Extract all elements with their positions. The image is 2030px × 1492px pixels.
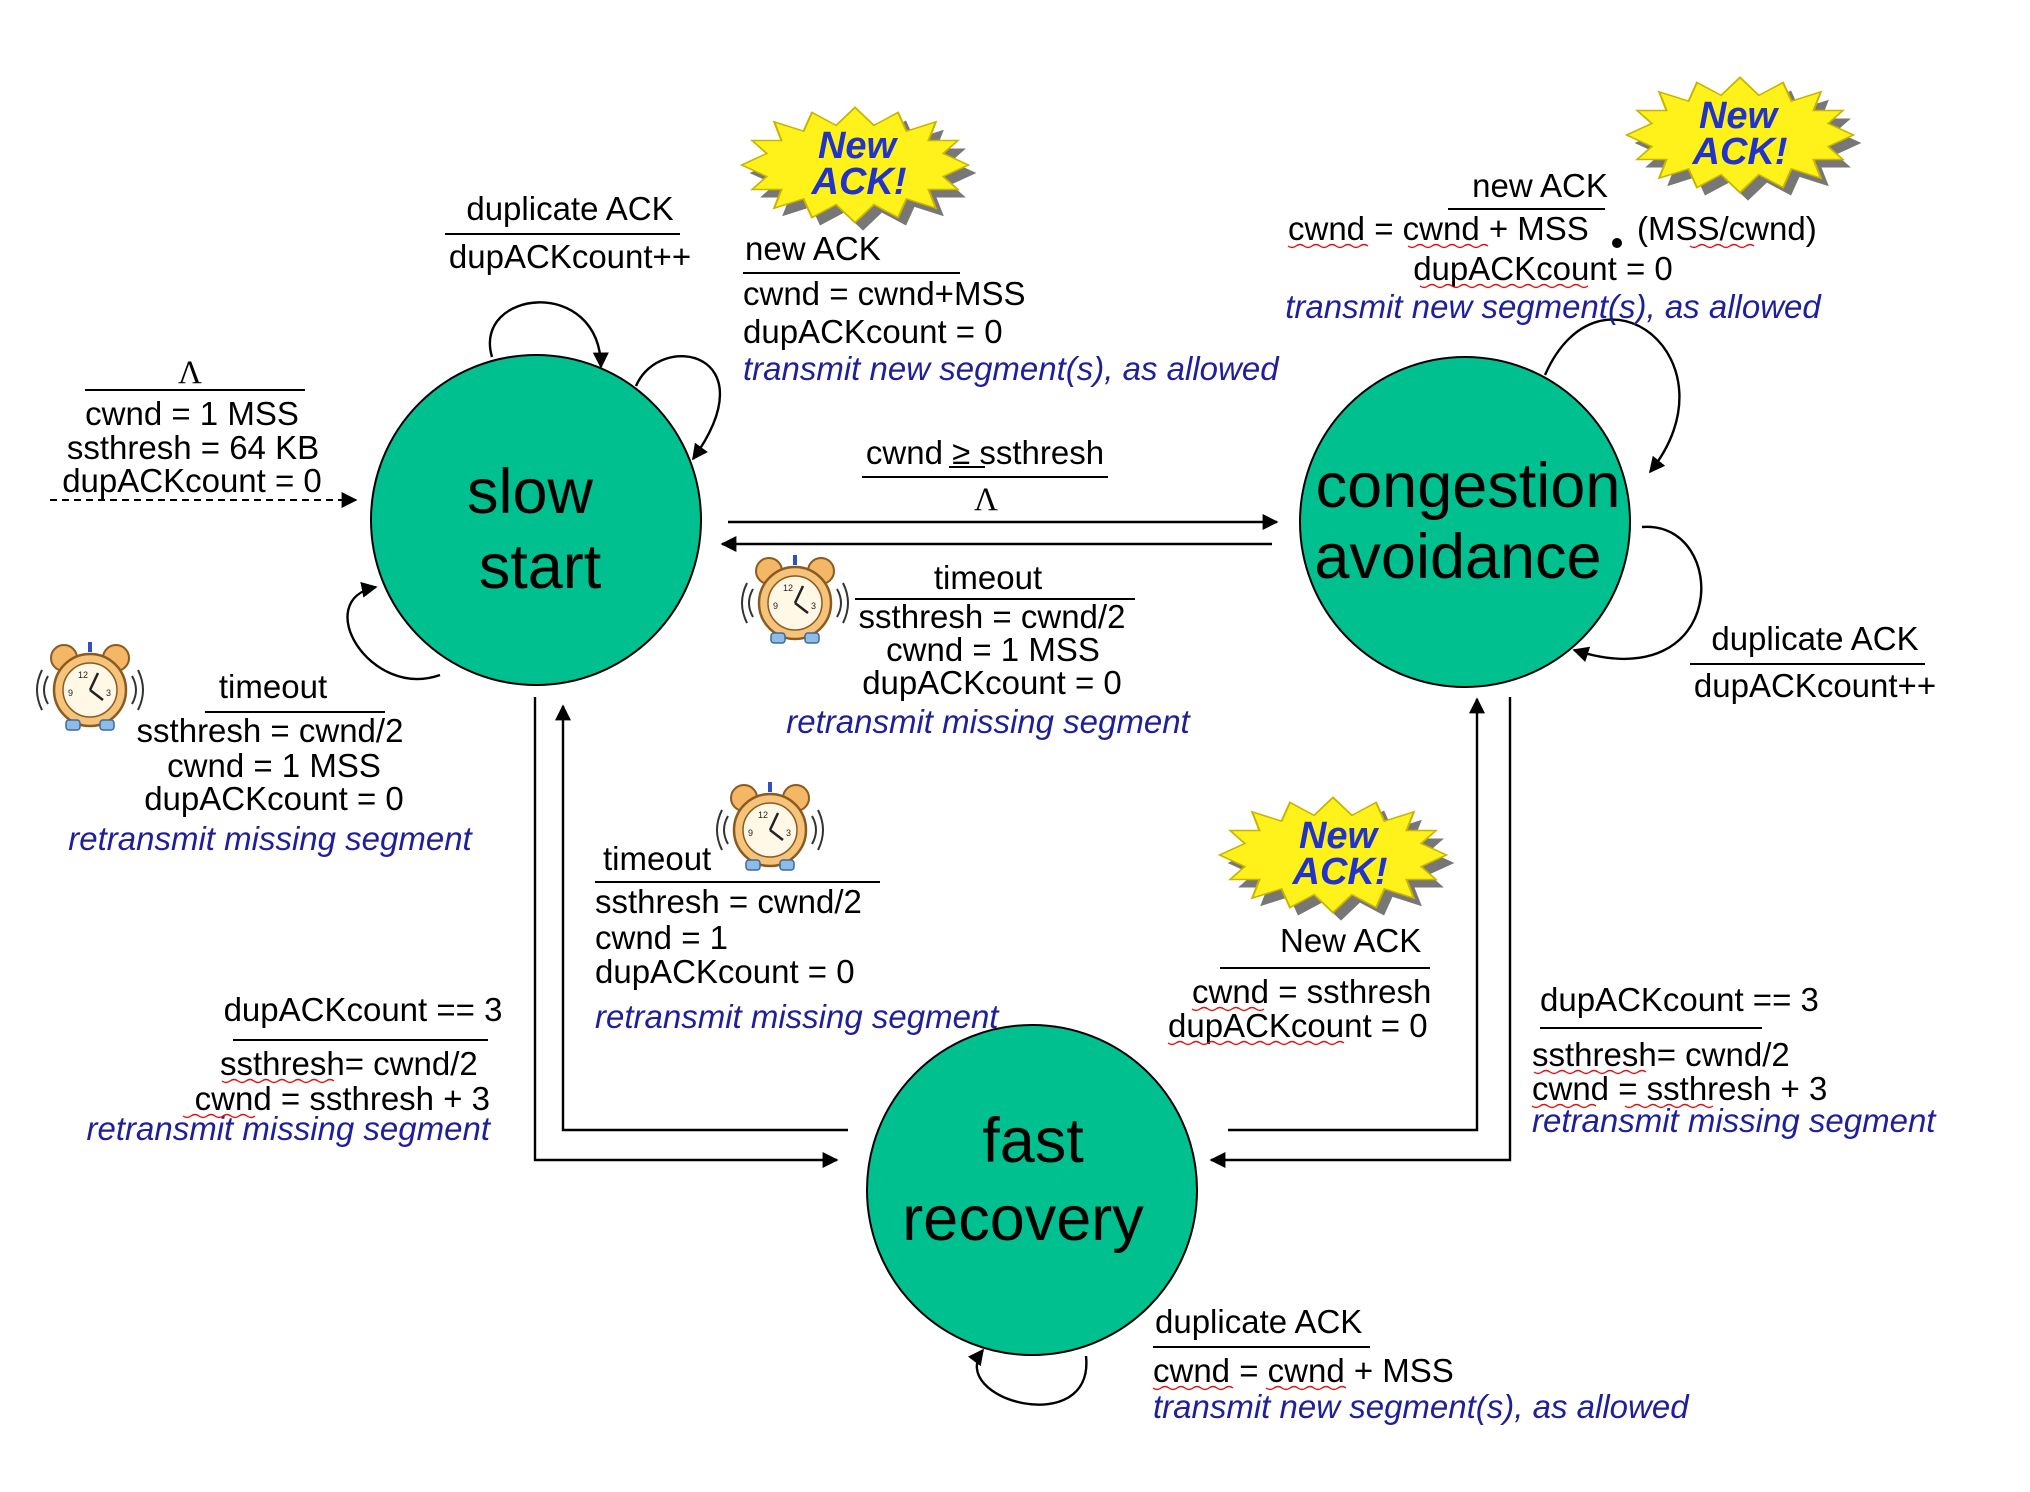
slow-start-new-ack-loop bbox=[634, 355, 721, 461]
action-text: cwnd = 1 MSS bbox=[167, 747, 381, 784]
burst-text: ACK! bbox=[1292, 851, 1388, 893]
fr-to-ca-label: New ACK! New ACK cwnd = ssthresh dupACKc… bbox=[1167, 793, 1456, 1046]
ss-dup-ack-label: duplicate ACK dupACKcount++ bbox=[445, 190, 691, 275]
event-text: dupACKcount == 3 bbox=[224, 991, 503, 1028]
action-text: transmit new segment(s), as allowed bbox=[743, 350, 1280, 387]
action-text: transmit new segment(s), as allowed bbox=[1153, 1388, 1690, 1425]
action-text: dupACKcount++ bbox=[449, 238, 691, 275]
burst-text: ACK! bbox=[1692, 131, 1788, 173]
event-text: duplicate ACK bbox=[466, 190, 673, 227]
alarm-clock-icon bbox=[35, 640, 145, 732]
action-text: transmit new segment(s), as allowed bbox=[1285, 288, 1822, 325]
event-text: duplicate ACK bbox=[1711, 620, 1918, 657]
multiply-dot bbox=[1612, 238, 1622, 248]
action-text: ssthresh = cwnd/2 bbox=[859, 598, 1126, 635]
fr-dup-ack-label: duplicate ACK cwnd = cwnd + MSS transmit… bbox=[1152, 1303, 1690, 1425]
state-label: recovery bbox=[902, 1184, 1144, 1254]
ca-timeout-label: timeout ssthresh = cwnd/2 cwnd = 1 MSS d… bbox=[740, 553, 1192, 740]
action-text: ssthresh= cwnd/2 bbox=[1532, 1036, 1790, 1073]
burst-text: ACK! bbox=[811, 161, 907, 203]
action-text: dupACKcount = 0 bbox=[62, 462, 322, 499]
new-ack-burst-icon: New ACK! bbox=[1625, 73, 1863, 202]
alarm-clock-icon bbox=[740, 553, 850, 645]
ca-dup-ack-loop bbox=[1572, 525, 1703, 663]
action-text: ssthresh= cwnd/2 bbox=[220, 1045, 478, 1082]
event-text: timeout bbox=[934, 559, 1042, 596]
ca-dup-ack-label: duplicate ACK dupACKcount++ bbox=[1690, 620, 1936, 704]
slow-start-dup-ack-loop bbox=[488, 301, 609, 369]
fr-to-ca-edge bbox=[1228, 697, 1485, 1132]
action-text: dupACKcount++ bbox=[1694, 667, 1936, 704]
action-text: retransmit missing segment bbox=[1532, 1102, 1937, 1139]
ss-timeout-label: timeout ssthresh = cwnd/2 cwnd = 1 MSS d… bbox=[35, 640, 474, 857]
action-text: ssthresh = cwnd/2 bbox=[595, 883, 862, 920]
event-text: dupACKcount == 3 bbox=[1540, 981, 1819, 1018]
action-text: cwnd = ssthresh + 3 bbox=[195, 1080, 490, 1117]
slow-start-to-fr-edge bbox=[533, 697, 839, 1168]
action-text: retransmit missing segment bbox=[786, 703, 1191, 740]
action-text: dupACKcount = 0 bbox=[862, 664, 1122, 701]
ca-to-fr-label: dupACKcount == 3 ssthresh= cwnd/2 cwnd =… bbox=[1531, 981, 1937, 1139]
burst-text: New bbox=[1299, 815, 1380, 857]
ss-to-fr-label: dupACKcount == 3 ssthresh= cwnd/2 cwnd =… bbox=[87, 991, 503, 1147]
event-text: new ACK bbox=[745, 230, 881, 267]
action-text: cwnd = cwnd + MSS bbox=[1288, 210, 1589, 247]
action-text: dupACKcount = 0 bbox=[1413, 250, 1673, 287]
action-text: Λ bbox=[974, 482, 998, 518]
action-text: dupACKcount = 0 bbox=[743, 313, 1003, 350]
action-text: dupACKcount = 0 bbox=[1168, 1007, 1428, 1044]
event-text: Λ bbox=[178, 355, 202, 391]
ca-new-ack-loop bbox=[1543, 318, 1681, 474]
action-text: dupACKcount = 0 bbox=[144, 780, 404, 817]
ca-new-ack-label: New ACK! new ACK cwnd = cwnd + MSS (MSS/… bbox=[1285, 73, 1863, 325]
state-label: start bbox=[479, 532, 602, 602]
burst-text: New bbox=[818, 125, 899, 167]
event-text: timeout bbox=[219, 668, 327, 705]
burst-text: New bbox=[1699, 95, 1780, 137]
fr-timeout-label: timeout ssthresh = cwnd/2 cwnd = 1 dupAC… bbox=[595, 780, 1000, 1035]
action-text: ssthresh = 64 KB bbox=[67, 429, 319, 466]
ca-to-fr-edge bbox=[1209, 697, 1512, 1168]
action-text: dupACKcount = 0 bbox=[595, 953, 855, 990]
state-label: slow bbox=[467, 457, 594, 527]
fr-to-slow-start-edge bbox=[555, 704, 848, 1132]
fr-dup-ack-loop bbox=[967, 1348, 1088, 1406]
state-label: fast bbox=[982, 1106, 1084, 1176]
event-text: duplicate ACK bbox=[1155, 1303, 1362, 1340]
event-text: cwnd ≥ ssthresh bbox=[866, 434, 1104, 471]
action-text: cwnd = ssthresh + 3 bbox=[1532, 1070, 1827, 1107]
initial-label: Λ cwnd = 1 MSS ssthresh = 64 KB dupACKco… bbox=[62, 355, 322, 499]
new-ack-burst-icon: New ACK! bbox=[740, 103, 978, 232]
slow-start-timeout-loop bbox=[346, 581, 441, 681]
ss-new-ack-label: New ACK! new ACK cwnd = cwnd+MSS dupACKc… bbox=[740, 103, 1280, 387]
action-text: cwnd = cwnd + MSS bbox=[1153, 1352, 1454, 1389]
action-text: (MSS/cwnd) bbox=[1637, 210, 1817, 247]
action-text: cwnd = 1 MSS bbox=[886, 631, 1100, 668]
alarm-clock-icon bbox=[715, 780, 825, 872]
action-text: cwnd = ssthresh bbox=[1192, 973, 1431, 1010]
event-text: New ACK bbox=[1280, 922, 1421, 959]
state-label: congestion bbox=[1316, 451, 1621, 521]
state-slow-start: slow start bbox=[370, 354, 702, 686]
state-label: avoidance bbox=[1314, 522, 1601, 592]
action-text: retransmit missing segment bbox=[68, 820, 473, 857]
action-text: cwnd = 1 MSS bbox=[85, 395, 299, 432]
action-text: cwnd = cwnd+MSS bbox=[743, 275, 1025, 312]
action-text: cwnd = 1 bbox=[595, 919, 728, 956]
action-text: retransmit missing segment bbox=[87, 1110, 492, 1147]
ss-to-ca-label: cwnd ≥ ssthresh Λ bbox=[862, 434, 1108, 518]
event-text: new ACK bbox=[1472, 167, 1608, 204]
state-congestion-avoidance: congestion avoidance bbox=[1299, 356, 1631, 688]
event-text: timeout bbox=[603, 840, 711, 877]
action-text: retransmit missing segment bbox=[595, 998, 1000, 1035]
action-text: ssthresh = cwnd/2 bbox=[137, 712, 404, 749]
state-fast-recovery: fast recovery bbox=[866, 1024, 1198, 1356]
new-ack-burst-icon: New ACK! bbox=[1218, 793, 1456, 922]
